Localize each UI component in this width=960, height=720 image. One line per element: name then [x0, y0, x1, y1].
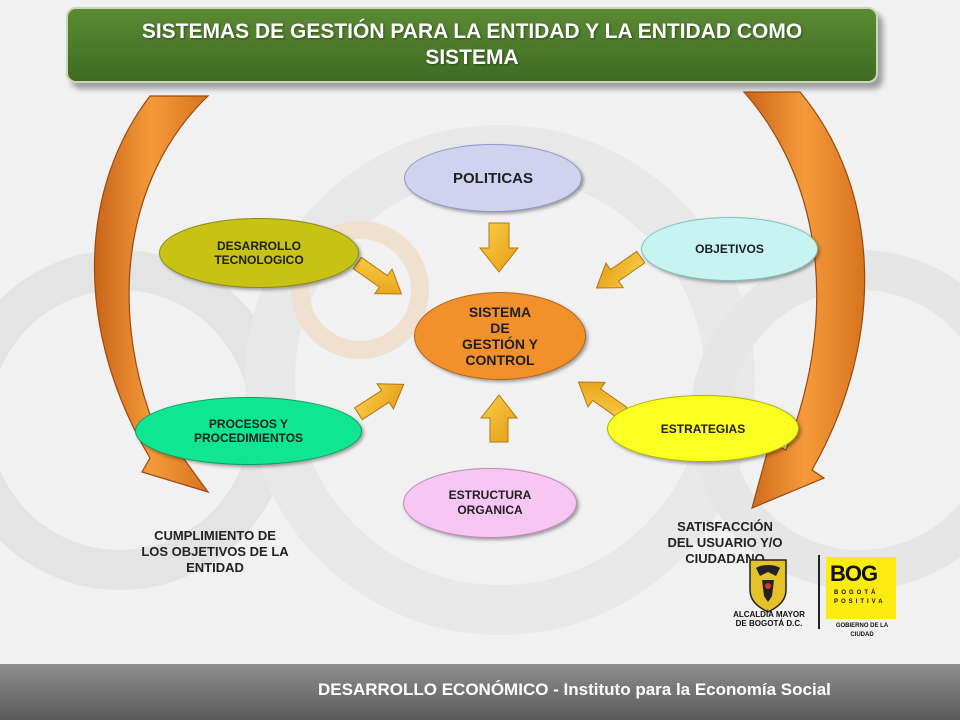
node-procesos-procedimientos: PROCESOS Y PROCEDIMIENTOS	[135, 397, 362, 465]
node-estructura-organica: ESTRUCTURA ORGANICA	[403, 468, 577, 538]
alcaldia-shield-icon	[749, 559, 787, 613]
node-objetivos-label: OBJETIVOS	[695, 242, 764, 256]
arrow-politicas-to-sistema	[478, 222, 520, 273]
gobierno-text: GOBIERNO DE LA CIUDAD	[835, 623, 889, 638]
node-desarrollo-tecnologico: DESARROLLO TECNOLOGICO	[159, 218, 359, 288]
node-estrategias: ESTRATEGIAS	[607, 395, 799, 462]
caption-satisfaccion: SATISFACCIÓN DEL USUARIO Y/O CIUDADANO	[667, 519, 783, 566]
node-estrategias-label: ESTRATEGIAS	[660, 421, 746, 436]
footer-text: DESARROLLO ECONÓMICO - Instituto para la…	[318, 680, 831, 699]
footer-bar: DESARROLLO ECONÓMICO - Instituto para la…	[0, 664, 960, 720]
bog-logo-text: BOG	[830, 561, 878, 586]
node-sistema-gestion-control: SISTEMA DE GESTIÓN Y CONTROL	[414, 292, 586, 380]
node-politicas-label: POLITICAS	[452, 169, 533, 187]
arrow-estructura-to-sistema	[479, 394, 519, 443]
node-estructura-label: ESTRUCTURA ORGANICA	[448, 488, 532, 517]
diagram-title: SISTEMAS DE GESTIÓN PARA LA ENTIDAD Y LA…	[141, 20, 803, 69]
logo-divider	[818, 555, 820, 629]
bog-logo: BOG BOGOTÁ POSITIVA	[826, 557, 896, 619]
alcaldia-text: ALCALDÍA MAYOR DE BOGOTÁ D.C.	[733, 610, 805, 628]
bog-logo-sub2: POSITIVA	[834, 599, 886, 605]
arrow-desarrollo-to-sistema	[352, 256, 403, 295]
node-politicas: POLITICAS	[404, 144, 582, 212]
node-objetivos: OBJETIVOS	[641, 217, 818, 281]
node-sistema-label: SISTEMA DE GESTIÓN Y CONTROL	[462, 304, 538, 368]
left-curved-arrow	[93, 95, 210, 494]
arrow-objetivos-to-sistema	[595, 250, 646, 289]
title-banner: SISTEMAS DE GESTIÓN PARA LA ENTIDAD Y LA…	[66, 7, 878, 83]
arrow-estrategias-to-sistema	[577, 381, 628, 420]
arrow-procesos-to-sistema	[353, 383, 405, 421]
right-curved-arrow	[742, 91, 866, 510]
caption-cumplimiento: CUMPLIMIENTO DE LOS OBJETIVOS DE LA ENTI…	[141, 528, 289, 575]
node-procesos-label: PROCESOS Y PROCEDIMIENTOS	[193, 417, 304, 445]
bog-logo-sub1: BOGOTÁ	[834, 590, 879, 596]
node-desarrollo-label: DESARROLLO TECNOLOGICO	[214, 239, 304, 267]
